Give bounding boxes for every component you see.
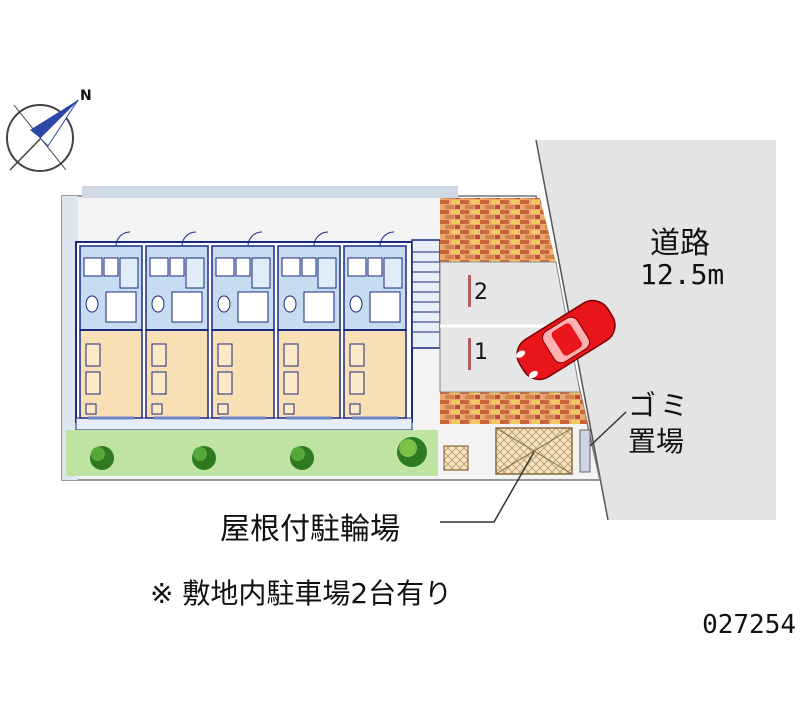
parking-slot-number: 2: [474, 280, 488, 305]
compass-north-label: N: [80, 88, 92, 104]
bicycle-parking-label: 屋根付駐輪場: [220, 512, 400, 547]
bike-leader-line: [440, 451, 535, 523]
parking-note: ※ 敷地内駐車場2台有り: [150, 577, 453, 610]
tree-icon: [397, 437, 427, 467]
brick-paving-top: [440, 198, 556, 262]
apartment-unit: [79, 231, 143, 420]
garbage-leader-line: [589, 411, 627, 447]
tree-icon: [90, 446, 114, 470]
road-width: 12.5m: [640, 258, 725, 291]
apartment-unit: [211, 231, 275, 420]
brick-paving-bottom: [440, 392, 588, 424]
stairs: [411, 239, 441, 349]
tree-icon: [192, 446, 216, 470]
road: [536, 140, 776, 520]
property-code: 027254: [702, 610, 796, 640]
road-name: 道路: [650, 226, 710, 261]
car-icon: [516, 299, 616, 381]
garbage-label-line1: ゴミ: [628, 389, 693, 422]
apartment-unit: [145, 231, 209, 420]
compass-icon: [6, 99, 79, 172]
garbage-label-line2: 置場: [628, 425, 685, 458]
bicycle-rack: [443, 445, 469, 471]
apartment-unit: [277, 231, 341, 420]
parking-slot-number: 1: [474, 340, 488, 365]
garden-strip: [66, 430, 438, 476]
apartment-unit: [343, 231, 407, 420]
tree-icon: [290, 446, 314, 470]
